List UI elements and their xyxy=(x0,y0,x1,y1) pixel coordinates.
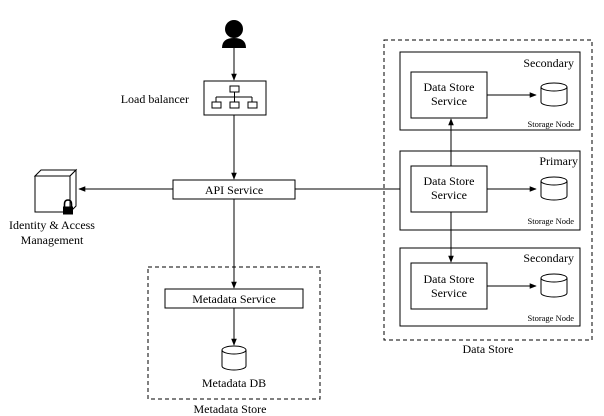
database-icon xyxy=(540,82,568,107)
data-store-service-label-line1: Data Store xyxy=(424,174,475,188)
network-hierarchy-icon xyxy=(211,85,258,109)
api-service-label: API Service xyxy=(205,183,263,197)
metadata-store-title: Metadata Store xyxy=(194,402,267,416)
data-store-service-label-line1: Data Store xyxy=(424,80,475,94)
identity-label-line2: Management xyxy=(21,233,84,247)
storage-node-secondary-bottom: Secondary Data Store Service Storage Nod… xyxy=(399,247,581,327)
storage-node-primary: Primary Data Store Service Storage Node xyxy=(399,150,581,231)
user-icon xyxy=(222,20,246,48)
data-store-service-box xyxy=(410,165,488,213)
data-store-service-label-line2: Service xyxy=(431,188,467,202)
load-balancer xyxy=(203,80,267,116)
node-role-label: Secondary xyxy=(523,251,574,265)
data-store-service-label-line2: Service xyxy=(431,286,467,300)
storage-node-label: Storage Node xyxy=(527,119,574,129)
data-store-service-box xyxy=(410,71,488,119)
database-icon xyxy=(540,273,568,298)
metadata-service-label: Metadata Service xyxy=(192,292,276,306)
node-role-label: Primary xyxy=(539,154,578,168)
data-store-title: Data Store xyxy=(463,342,514,356)
load-balancer-label: Load balancer xyxy=(121,92,189,106)
data-store-service-box xyxy=(410,262,488,310)
data-store-container xyxy=(383,39,593,341)
metadata-db-label: Metadata DB xyxy=(202,376,266,390)
storage-node-label: Storage Node xyxy=(527,313,574,323)
database-icon xyxy=(540,176,568,201)
node-role-label: Secondary xyxy=(523,56,574,70)
data-store-service-label-line1: Data Store xyxy=(424,272,475,286)
identity-label-line1: Identity & Access xyxy=(9,218,95,232)
lock-icon xyxy=(63,199,73,215)
storage-node-label: Storage Node xyxy=(527,216,574,226)
data-store-service-label-line2: Service xyxy=(431,94,467,108)
storage-node-secondary-top: Secondary Data Store Service Storage Nod… xyxy=(399,51,581,131)
database-icon xyxy=(221,345,247,371)
identity-access-icon xyxy=(33,168,78,214)
